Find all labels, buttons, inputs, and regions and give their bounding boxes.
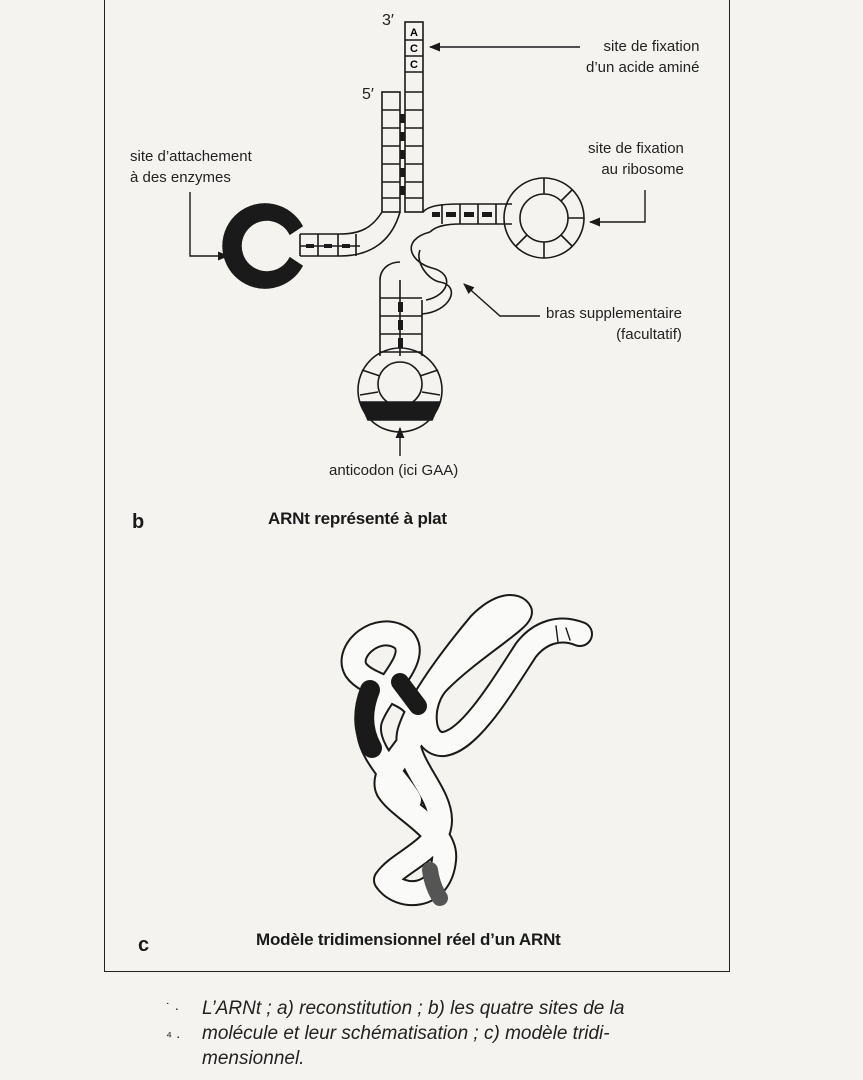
label-ribosome-site: site de fixation au ribosome [588,138,684,180]
base-c1: C [410,43,418,55]
label-anticodon: anticodon (ici GAA) [329,462,459,479]
base-c2: C [410,59,418,71]
arrow-enzyme-site [189,192,230,261]
caption-line-2: molécule et leur schématisation ; c) mod… [202,1023,610,1044]
panel-title-b: ARNt représenté à plat [268,509,447,528]
d-arm [222,203,401,289]
label-ribosome-site-line2: au ribosome [601,161,684,178]
label-extra-arm: bras supplementaire (facultatif) [546,303,682,345]
caption-bullet-1: ˙ · [166,1000,180,1016]
panel-title-c: Modèle tridimensionnel réel d’un ARNt [256,930,561,949]
label-5-prime: 5′ [362,86,374,103]
label-3-prime: 3′ [382,12,394,29]
label-amino-acid-site-line2: d’un acide aminé [586,59,700,76]
anticodon-arm [357,261,443,433]
variable-arm [410,231,453,315]
pointer-arrows [189,42,646,456]
arrow-extra-arm [463,283,540,317]
trna-3d-model [340,594,593,906]
label-enzyme-site: site d’attachement à des enzymes [130,146,252,188]
acceptor-stem [381,21,424,213]
caption-line-1: L’ARNt ; a) reconstitution ; b) les quat… [202,998,625,1019]
label-extra-arm-line1: bras supplementaire [546,305,682,322]
panel-letter-b: b [132,511,145,533]
label-enzyme-site-line2: à des enzymes [130,169,231,186]
acceptor-bases: A C C [410,27,418,71]
label-amino-acid-site-line1: site de fixation [603,38,700,55]
caption-line-3: mensionnel. [202,1048,305,1069]
label-extra-arm-line2: (facultatif) [616,326,682,343]
figure-frame [104,0,730,972]
base-a: A [410,27,418,39]
label-amino-acid-site: site de fixation d’un acide aminé [586,36,699,78]
label-ribosome-site-line1: site de fixation [588,140,684,157]
caption-bullet-2: ⁴ · [166,1028,181,1044]
cloverleaf-structure [222,21,585,433]
arrow-ribosome-site [588,190,646,227]
t-arm [422,177,585,259]
figure-caption: ˙ · ⁴ · L’ARNt ; a) reconstitution ; b) … [166,996,762,1071]
label-enzyme-site-line1: site d’attachement [130,148,252,165]
panel-letter-c: c [138,934,150,956]
